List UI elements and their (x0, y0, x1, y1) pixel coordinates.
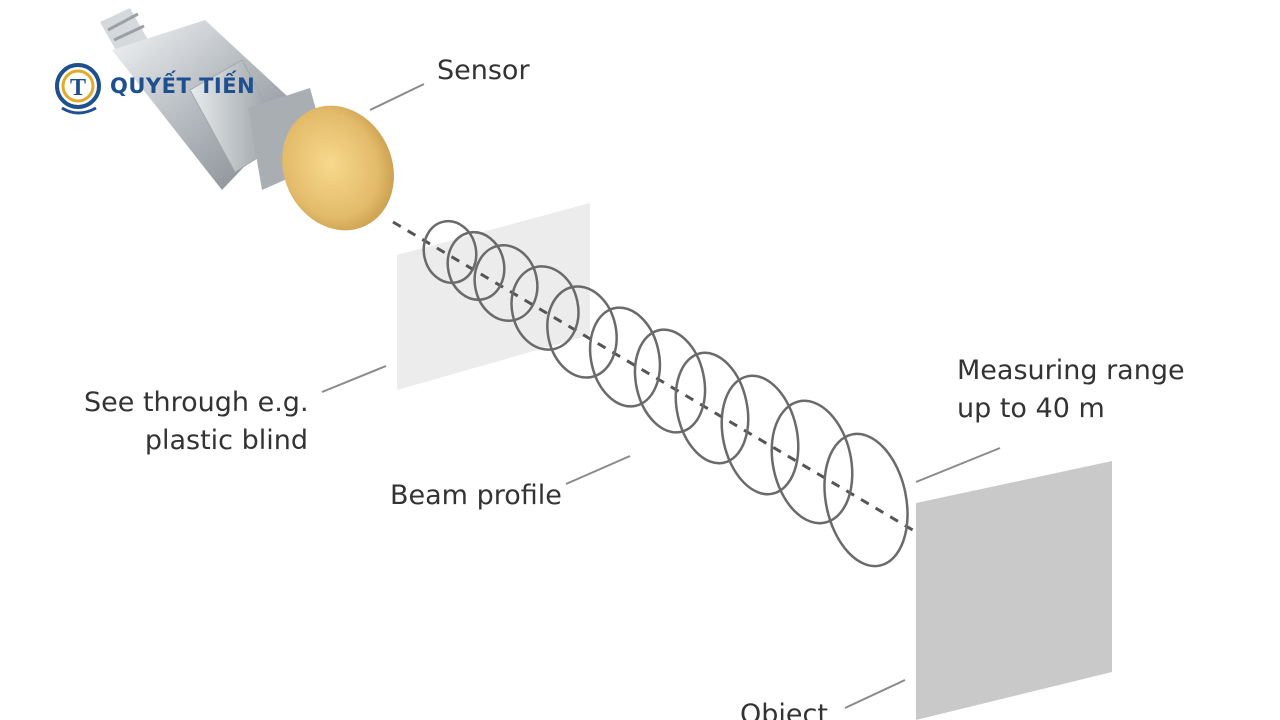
beam-profile-label: Beam profile (390, 480, 562, 511)
beam-ring (546, 285, 618, 379)
beam-ring (510, 265, 580, 351)
object-label: Object (740, 699, 828, 720)
measuring-range-label-line1: Measuring range (957, 355, 1185, 386)
beam-ring (446, 230, 506, 302)
see-through-label-line2: plastic blind (144, 425, 308, 456)
sensor-label: Sensor (437, 55, 530, 86)
beam-ring (770, 399, 854, 525)
see-through-leader-line (321, 365, 387, 393)
logo-monogram: T (70, 75, 86, 101)
beam-ring (674, 351, 750, 465)
see-through-label-line1: See through e.g. (84, 387, 309, 418)
beam-ring (422, 219, 478, 285)
beam-profile-rings (422, 219, 909, 568)
sensor-leader-line (369, 83, 425, 111)
brand-name: QUYẾT TIẾN (110, 74, 256, 98)
beam-profile-leader-line (565, 455, 631, 485)
measuring-range-leader-line (915, 447, 1001, 483)
object-panel (916, 461, 1112, 720)
sensor-illustration (100, 8, 394, 231)
beam-ring (588, 306, 662, 408)
beam-ring (720, 374, 800, 496)
blind-panel (397, 203, 590, 390)
quyet-tien-logo-icon: T (55, 63, 101, 115)
beam-ring (633, 328, 707, 434)
object-leader-line (844, 679, 906, 709)
measuring-range-label-line2: up to 40 m (957, 393, 1105, 424)
beam-ring (823, 432, 909, 568)
